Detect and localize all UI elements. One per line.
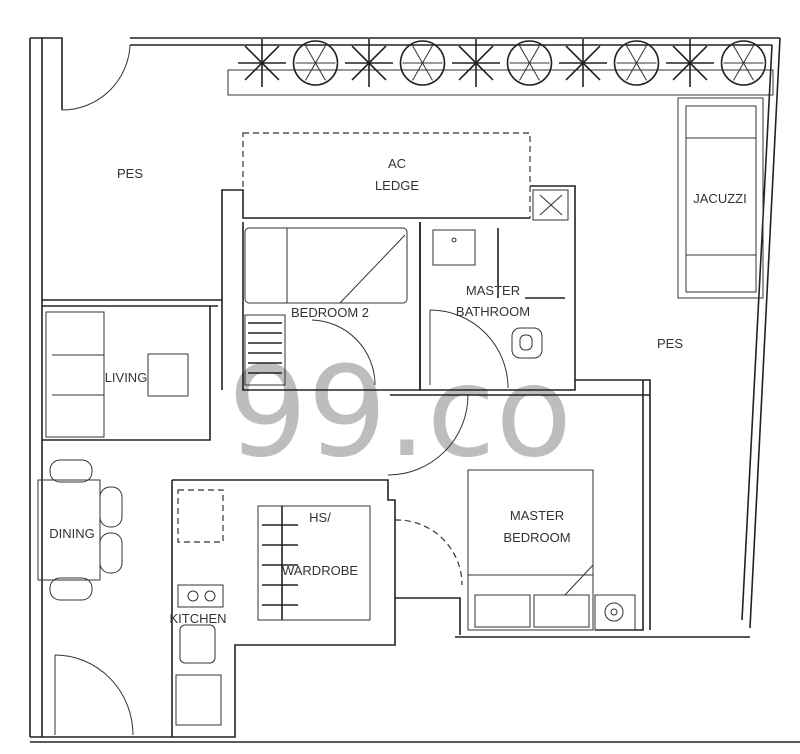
sofa-living (45, 311, 189, 438)
outer-walls (29, 37, 800, 743)
label-wardrobe: WARDROBE (282, 563, 358, 578)
label-dining: DINING (49, 526, 95, 541)
bathroom-fixtures (432, 189, 569, 359)
label-ac-ledge-2: LEDGE (375, 178, 419, 193)
jacuzzi-tub (677, 97, 764, 299)
shrub-plant-icon (720, 40, 767, 86)
label-master-bathroom-2: BATHROOM (456, 304, 530, 319)
dining-table (37, 459, 123, 601)
palm-plant-icon (452, 39, 500, 87)
label-master-bedroom: MASTER (510, 508, 564, 523)
interior-walls (42, 185, 651, 737)
shrub-plant-icon (613, 40, 660, 86)
label-pes-right: PES (657, 336, 683, 351)
palm-plant-icon (345, 39, 393, 87)
shrub-plant-icon (399, 40, 446, 86)
label-bedroom2: BEDROOM 2 (291, 305, 369, 320)
doors (54, 44, 509, 736)
label-hs: HS/ (309, 510, 331, 525)
shrub-plant-icon (292, 40, 339, 86)
kitchen-fixtures (175, 489, 224, 726)
label-jacuzzi: JACUZZI (693, 191, 746, 206)
planter (227, 39, 774, 96)
palm-plant-icon (238, 39, 286, 87)
palm-plant-icon (559, 39, 607, 87)
wardrobe-bedroom2 (244, 314, 286, 386)
master-bed (467, 469, 636, 631)
label-master-bedroom-2: BEDROOM (503, 530, 570, 545)
palm-plant-icon (666, 39, 714, 87)
hs-wardrobe (257, 505, 371, 621)
bed-bedroom2 (244, 227, 408, 304)
label-kitchen: KITCHEN (169, 611, 226, 626)
label-pes-left: PES (117, 166, 143, 181)
label-master-bathroom: MASTER (466, 283, 520, 298)
ac-ledge-outline (242, 132, 531, 219)
room-labels: PES AC LEDGE JACUZZI BEDROOM 2 MASTER BA… (49, 156, 746, 626)
label-living: LIVING (105, 370, 148, 385)
watermark: 99.co (228, 340, 572, 485)
label-ac-ledge: AC (388, 156, 406, 171)
shrub-plant-icon (506, 40, 553, 86)
